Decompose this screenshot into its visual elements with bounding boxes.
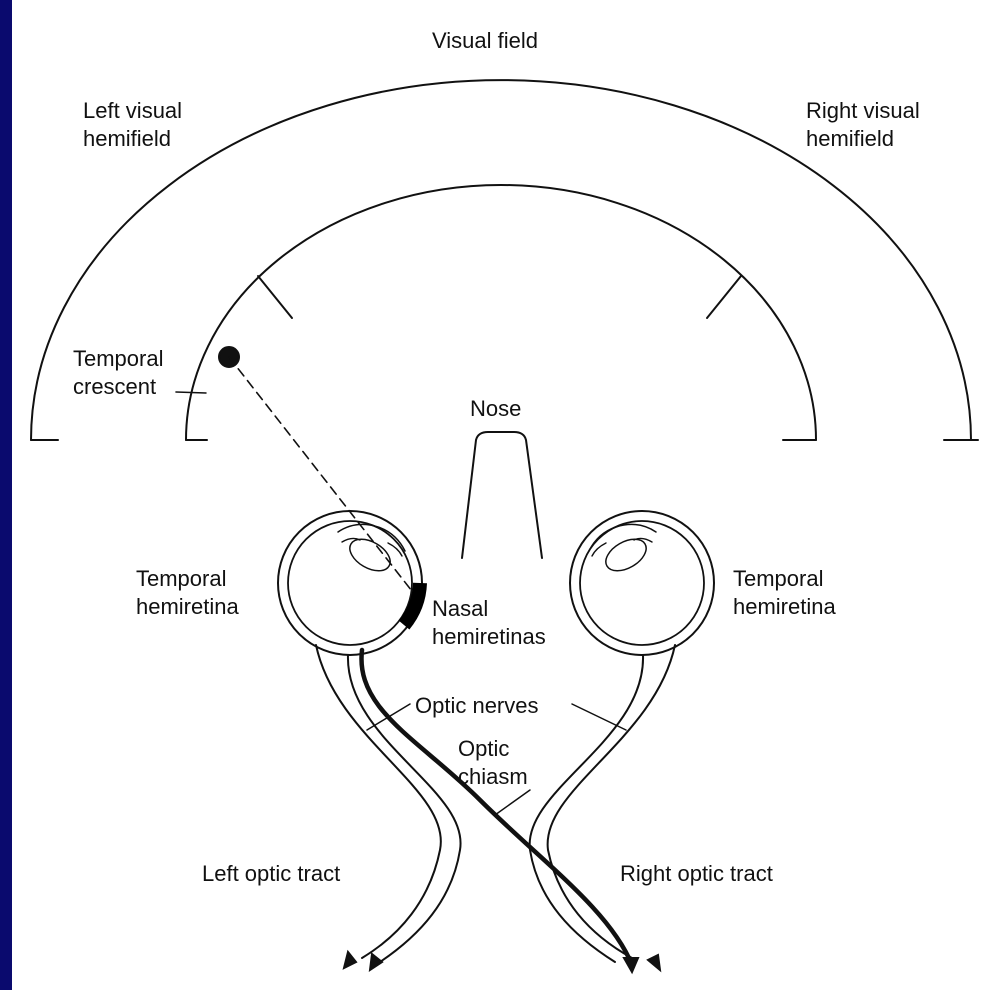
nasal-hemiretinas-line2: hemiretinas (432, 623, 546, 650)
left-hemifield-label-line2: hemifield (83, 125, 171, 152)
arrow-right-tract-a (624, 958, 638, 972)
left-hemifield-label-line1: Left visual (83, 97, 182, 124)
left-temporal-hemiretina-line2: hemiretina (136, 593, 239, 620)
arrow-left-tract-a (344, 952, 356, 968)
left-optic-tract-label: Left optic tract (202, 860, 340, 887)
right-temporal-hemiretina-line2: hemiretina (733, 593, 836, 620)
optic-nerves-label: Optic nerves (415, 692, 539, 719)
optic-chiasm-label-line1: Optic (458, 735, 509, 762)
nose-outline (462, 432, 542, 558)
arrow-left-tract-b (370, 954, 382, 970)
optic-nerves-leader-left (367, 704, 410, 730)
visual-field-label: Visual field (432, 27, 538, 54)
inner-arc-tick-right (707, 276, 741, 318)
nose-label: Nose (470, 395, 521, 422)
temporal-crescent-label-line1: Temporal (73, 345, 163, 372)
right-hemifield-label-line2: hemifield (806, 125, 894, 152)
right-hemifield-label-line1: Right visual (806, 97, 920, 124)
left-temporal-hemiretina-line1: Temporal (136, 565, 226, 592)
optic-nerves-leader-right (572, 704, 626, 730)
optic-chiasm-label-line2: chiasm (458, 763, 528, 790)
right-nerve-outer (548, 645, 675, 958)
right-eye (570, 511, 714, 655)
crescent-leader (176, 392, 206, 393)
left-eye (278, 511, 422, 655)
right-temporal-hemiretina-line1: Temporal (733, 565, 823, 592)
right-optic-tract-label: Right optic tract (620, 860, 773, 887)
temporal-crescent-label-line2: crescent (73, 373, 156, 400)
arrow-right-tract-b (648, 955, 660, 970)
optic-chiasm-leader (495, 790, 530, 815)
crescent-projection-dashed (229, 357, 415, 595)
right-nerve-inner (530, 655, 643, 962)
inner-arc-tick-left (258, 276, 292, 318)
nasal-hemiretinas-line1: Nasal (432, 595, 488, 622)
